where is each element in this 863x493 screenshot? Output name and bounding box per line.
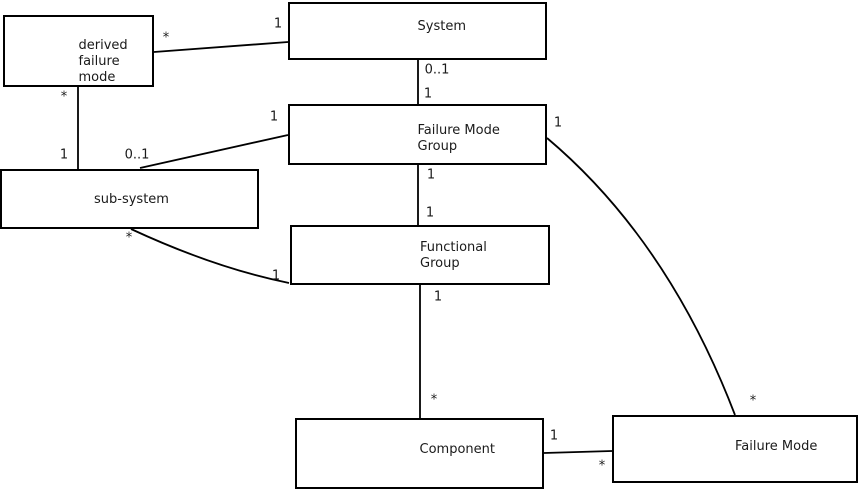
multiplicity-component-fm-near-component: 1	[549, 428, 559, 444]
node-label-line: Failure Mode	[417, 123, 500, 138]
node-label-component: Component	[420, 442, 495, 458]
edge-failure-mode-group-failure-mode	[546, 137, 736, 416]
node-failure-mode-group: Failure Mode Group	[288, 104, 547, 165]
multiplicity-system-fmg-near-system: 0..1	[424, 62, 450, 78]
node-component: Component	[295, 418, 544, 489]
node-label-failure-mode-group: Failure Mode Group	[418, 123, 500, 155]
multiplicity-subsystem-fg-near-subsystem: *	[125, 230, 133, 246]
node-functional-group: Functional Group	[290, 225, 550, 285]
node-label-line: Component	[419, 442, 495, 457]
node-label-line: sub-system	[94, 192, 169, 207]
node-label-sub-system: sub-system	[94, 192, 169, 208]
multiplicity-subsystem-fmg-near-fmg: 1	[269, 109, 279, 125]
node-label-line: mode	[78, 70, 116, 85]
node-derived-failure-mode: derived failure mode	[3, 15, 154, 87]
edge-sub-system-failure-mode-group	[139, 134, 289, 169]
multiplicity-component-fm-near-fm: *	[598, 458, 606, 474]
node-label-system: System	[418, 19, 466, 35]
multiplicity-fg-component-near-component: *	[430, 392, 438, 408]
node-label-derived-failure-mode: derived failure mode	[79, 38, 128, 86]
node-label-line: Functional	[420, 240, 487, 255]
multiplicity-derived-failure-mode-system-near-dfm: *	[162, 30, 170, 46]
multiplicity-fmg-fg-near-fmg: 1	[426, 167, 436, 183]
edge-derived-failure-mode-system	[153, 41, 289, 53]
node-label-line: Group	[420, 256, 460, 271]
edge-component-failure-mode	[543, 450, 613, 454]
node-failure-mode: Failure Mode	[612, 415, 858, 483]
node-label-line: failure	[78, 54, 120, 69]
node-sub-system: sub-system	[0, 169, 259, 229]
multiplicity-dfm-subsystem-near-dfm: *	[60, 89, 68, 105]
multiplicity-subsystem-fg-near-fg: 1	[271, 268, 281, 284]
multiplicity-fmg-fm-near-fmg: 1	[553, 115, 563, 131]
node-label-failure-mode: Failure Mode	[735, 439, 817, 455]
multiplicity-dfm-subsystem-near-subsystem: 1	[59, 147, 69, 163]
multiplicity-fmg-fm-near-fm: *	[749, 393, 757, 409]
multiplicity-subsystem-fmg-near-subsystem: 0..1	[124, 147, 150, 163]
multiplicity-fmg-fg-near-fg: 1	[425, 205, 435, 221]
multiplicity-derived-failure-mode-system-near-system: 1	[273, 16, 283, 32]
node-label-line: System	[417, 19, 466, 34]
node-label-line: Group	[417, 139, 458, 154]
node-label-line: Failure Mode	[735, 439, 818, 454]
node-system: System	[288, 2, 547, 60]
multiplicity-system-fmg-near-fmg: 1	[423, 86, 433, 102]
node-label-functional-group: Functional Group	[420, 240, 487, 272]
edge-sub-system-functional-group	[130, 228, 290, 284]
node-label-line: derived	[78, 38, 128, 53]
multiplicity-fg-component-near-fg: 1	[433, 289, 443, 305]
